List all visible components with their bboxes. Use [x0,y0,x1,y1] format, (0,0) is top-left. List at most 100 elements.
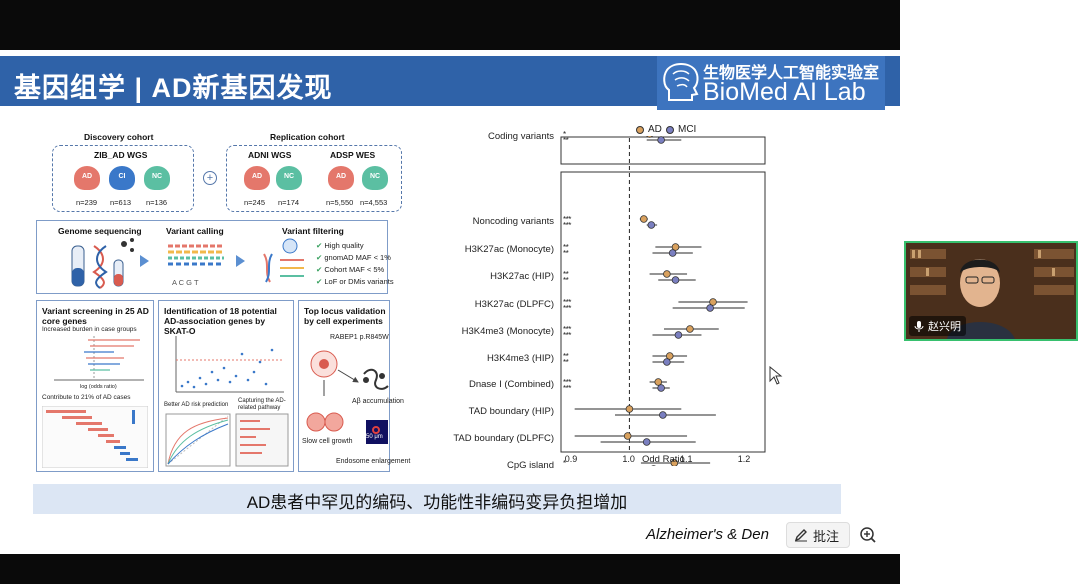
cohort-count: n=174 [278,198,300,207]
x-tick-label: 1.0 [622,454,635,464]
cohort-head-icon: AD [74,166,100,190]
panel2-title: Identification of 18 potential AD-associ… [164,306,277,336]
bottom-black-bar [0,554,900,584]
top-black-bar [0,0,900,50]
panel3-slow-growth: Slow cell growth [302,438,353,445]
point-mci [663,358,671,366]
point-mci [657,136,665,144]
point-ad [640,215,648,223]
panel1-title: Variant screening in 25 AD core genes [42,306,149,326]
panel1-axis-label: log (odds ratio) [80,384,117,390]
panel2-right-caption: Capturing the AD-related pathway [238,398,286,411]
microphone-icon [914,321,924,332]
filter-list: ✔ High quality ✔ gnomAD MAF < 1% ✔ Cohor… [316,240,394,288]
pipeline-box [36,220,388,294]
panel1-subtitle: Increased burden in case groups [42,326,137,333]
point-mci [647,221,656,229]
cohort-head-icon: NC [276,166,302,190]
discovery-cohort-title: Discovery cohort [84,132,154,142]
adni-label: ADNI WGS [248,150,292,160]
point-ad [646,136,653,138]
panel2-manhattan-plot [175,336,284,393]
panel-variant-screening [36,300,154,472]
point-ad [663,270,671,278]
cohort-head-icon: AD [328,166,354,190]
scale-bar-label: 50 μm [366,434,383,440]
endosome-micrograph: 50 μm [366,420,388,444]
significance-stars: ** ** [563,270,569,285]
significance-stars: * ** [563,130,569,145]
row-label: TAD boundary (HIP) [468,406,554,417]
panel1-note: Contribute to 21% of AD cases [42,394,131,401]
replication-cohort-title: Replication cohort [270,132,345,142]
filter-item: ✔ gnomAD MAF < 1% [316,253,391,262]
significance-stars: *** *** [563,298,571,313]
panel3-abeta: Aβ accumulation [352,398,404,405]
row-label: Dnase I (Combined) [468,379,554,390]
panel-validation [298,300,390,472]
panel2-left-caption: Better AD risk prediction [164,402,229,408]
point-mci [642,438,651,446]
row-label: Coding variants [487,131,554,142]
significance-stars: * [563,459,566,468]
panel3-endosome: Endosome enlargement [336,458,411,465]
filter-item: ✔ LoF or DMis variants [316,277,394,286]
cohort-head-icon: AD [244,166,270,190]
row-label: H3K27ac (HIP) [490,271,554,282]
panel3-variant: RABEP1 p.R845W [330,334,389,341]
slide-title: 基因组学 | AD新基因发现 [14,73,333,103]
replication-cohort-box [226,145,402,212]
annotate-label: 批注 [813,528,840,544]
journal-citation: Alzheimer's & Den [646,526,769,543]
row-label: TAD boundary (DLPFC) [453,433,554,444]
cohort-head-icon: NC [144,166,170,190]
noncoding-panel-frame [560,171,766,453]
slide-caption: AD患者中罕见的编码、功能性非编码变异负担增加 [246,493,628,512]
x-tick-label: 0.9 [564,454,578,464]
dna-tubes-icon [71,238,134,289]
significance-stars: *** *** [563,215,571,230]
zoom-in-icon [860,527,876,543]
plus-icon: + [203,171,217,185]
participant-video-tile[interactable]: 赵兴明 [904,241,1078,341]
legend-ad-marker [636,125,644,134]
mouse-cursor-icon [769,366,783,385]
significance-stars: *** *** [563,325,571,340]
arrow-right-icon [140,255,149,267]
dna-letters: A C G T [172,278,199,287]
row-label: H3K27ac (Monocyte) [464,244,554,255]
row-label: H3K4me3 (Monocyte) [461,326,554,337]
variant-filtering-label: Variant filtering [282,226,344,236]
point-ad [654,378,663,386]
panel3-cell-diagram [310,350,389,396]
point-mci [671,276,680,284]
row-label: Noncoding variants [472,216,554,227]
point-ad [623,432,632,440]
point-mci [674,331,683,339]
cohort-count: n=245 [244,198,266,207]
legend-mci: MCI [666,124,696,135]
participant-name: 赵兴明 [928,321,961,333]
point-mci [657,384,665,392]
legend-ad: AD [636,124,662,135]
cohort-count: n=613 [110,198,132,207]
row-label: H3K4me3 (HIP) [486,353,554,364]
cohort-count: n=136 [146,198,168,207]
slide-caption-bar: AD患者中罕见的编码、功能性非编码变异负担增加 [33,484,841,514]
annotate-button[interactable]: 批注 [786,522,850,548]
legend-mci-marker [666,125,674,134]
zoom-in-button[interactable] [856,523,880,547]
lab-logo: 生物医学人工智能实验室 BioMed AI Lab [657,56,885,110]
point-ad [686,325,694,333]
adsp-label: ADSP WES [330,150,376,160]
filter-item: ✔ Cohort MAF < 5% [316,265,385,274]
brain-head-icon [663,63,699,101]
filter-funnel-icon [263,238,304,283]
discovery-cohort-box [52,145,194,212]
significance-stars: *** *** [563,378,571,393]
zib-label: ZIB_AD WGS [94,150,148,160]
cohort-count: n=5,550 [326,198,354,207]
row-label: CpG island [507,460,554,471]
participant-name-tag: 赵兴明 [909,316,966,336]
